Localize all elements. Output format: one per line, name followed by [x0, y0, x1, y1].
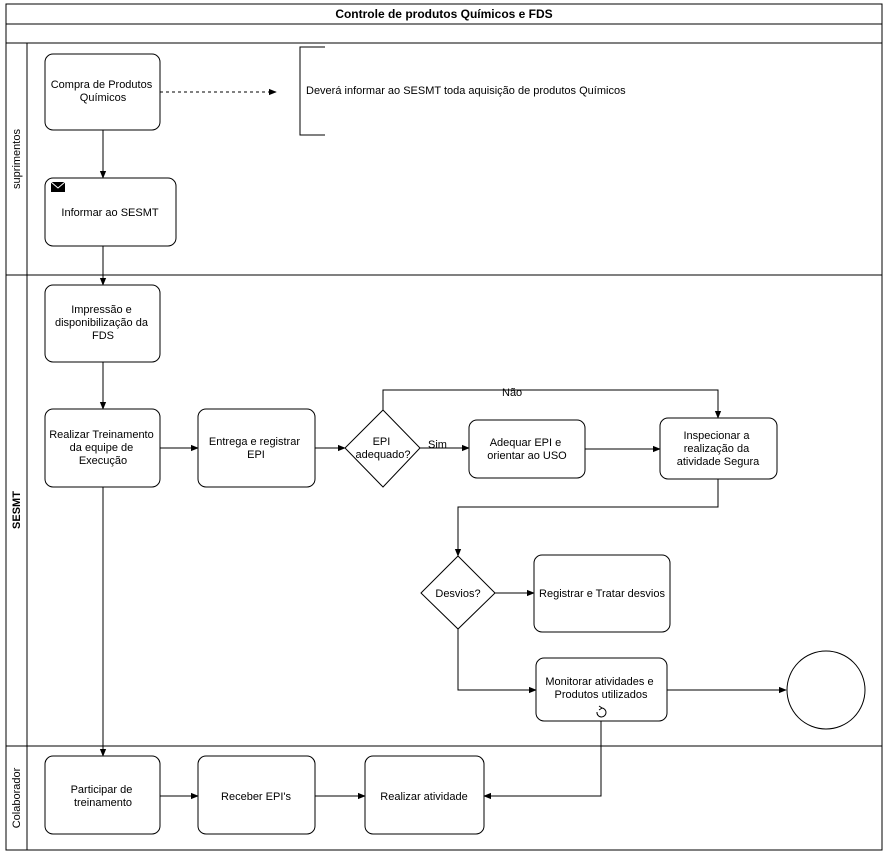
svg-text:Compra de Produtos Quími: Compra de Produtos Químicos	[51, 79, 156, 104]
task-label-line: Químicos	[80, 92, 127, 104]
svg-text:Inspecionar a realização: Inspecionar a realização da atividade Se…	[677, 430, 760, 468]
annotation-bracket	[299, 46, 325, 136]
task-label-line: realização da	[684, 443, 750, 455]
task-label-line: Impressão e	[71, 304, 132, 316]
svg-text:Informar ao SESMT: Informar ao SESMT	[61, 207, 158, 219]
task-label-line: Produtos utilizados	[555, 689, 648, 701]
svg-text:Realizar atividade: Realizar atividade	[380, 791, 467, 803]
loop-icon	[596, 705, 607, 718]
edge-label-nao: Não	[502, 387, 522, 399]
gateway-label-line: Desvios?	[435, 588, 480, 600]
svg-text:Realizar Treinamento da: Realizar Treinamento da equipe de Execuç…	[49, 429, 157, 467]
svg-text:Receber EPI's: Receber EPI's	[221, 791, 291, 803]
task-impressao-fds[interactable]: Impressão e disponibilização da FDS	[44, 284, 161, 363]
task-receber-epis[interactable]: Receber EPI's	[197, 755, 316, 835]
connectors	[99, 88, 787, 800]
task-label-line: Receber EPI's	[221, 791, 291, 803]
gateway-label-line: EPI	[373, 436, 391, 448]
lane-label-colaborador: Colaborador	[11, 767, 23, 828]
task-label-line: EPI	[247, 449, 265, 461]
task-label-line: orientar ao USO	[487, 450, 567, 462]
svg-text:Desvios?: Desvios?	[435, 588, 480, 600]
diagram-title: Controle de produtos Químicos e FDS	[335, 7, 552, 21]
task-label-line: atividade Segura	[677, 456, 760, 468]
gateway-desvios[interactable]: Desvios?	[420, 555, 496, 630]
task-label-line: FDS	[92, 330, 114, 342]
svg-text:Registrar e Tratar desvios: Registrar e Tratar desvios	[539, 588, 665, 600]
task-compra-produtos[interactable]: Compra de Produtos Químicos	[44, 53, 161, 131]
task-label-line: Entrega e registrar	[209, 436, 300, 448]
gateway-epi-adequado[interactable]: EPI adequado?	[344, 409, 421, 488]
task-label-line: disponibilização da	[55, 317, 149, 329]
annotation-line: Deverá informar ao SESMT toda aquisição …	[306, 85, 626, 97]
edge-decision-inspecionar-nao	[382, 389, 722, 419]
edge-monitorar-realizar	[483, 721, 602, 800]
edge-label-sim: Sim	[428, 439, 447, 451]
task-monitorar-atividades[interactable]: Monitorar atividades e Produtos utilizad…	[535, 657, 668, 722]
task-label-line: Informar ao SESMT	[61, 207, 158, 219]
envelope-icon	[50, 181, 66, 192]
edge-inspecionar-desvios	[454, 479, 719, 557]
task-realizar-atividade[interactable]: Realizar atividade	[364, 755, 485, 835]
task-entrega-registrar-epi[interactable]: Entrega e registrar EPI	[197, 408, 316, 488]
task-label-line: Realizar Treinamento	[49, 429, 154, 441]
task-informar-sesmt[interactable]: Informar ao SESMT	[44, 177, 177, 247]
svg-text:Monitorar atividades e P: Monitorar atividades e Produtos utilizad…	[545, 676, 656, 701]
lane-label-suprimentos: suprimentos	[11, 129, 23, 189]
task-label-line: Realizar atividade	[380, 791, 467, 803]
gateway-label-line: adequado?	[355, 449, 410, 461]
svg-text:EPI adequado?: EPI adequado?	[355, 436, 410, 461]
task-label-line: Adequar EPI e	[490, 437, 562, 449]
task-label-line: Execução	[79, 455, 127, 467]
task-adequar-epi[interactable]: Adequar EPI e orientar ao USO	[468, 419, 586, 479]
svg-text:Adequar EPI e orientar a: Adequar EPI e orientar ao USO	[487, 437, 567, 462]
svg-text:Impressão e disponibiliz: Impressão e disponibilização da FDS	[55, 304, 151, 342]
edge-desvios-monitorar	[457, 628, 537, 694]
task-label-line: Participar de	[71, 784, 133, 796]
lane-label-sesmt: SESMT	[11, 491, 23, 529]
task-registrar-tratar-desvios[interactable]: Registrar e Tratar desvios	[533, 554, 671, 633]
task-realizar-treinamento[interactable]: Realizar Treinamento da equipe de Execuç…	[44, 408, 161, 488]
task-label-line: da equipe de	[70, 442, 134, 454]
task-label-line: Inspecionar a	[683, 430, 750, 442]
task-label-line: Registrar e Tratar desvios	[539, 588, 665, 600]
annotation-text: Deverá informar ao SESMT toda aquisição …	[306, 85, 626, 97]
svg-text:Entrega e registrar EPI: Entrega e registrar EPI	[209, 436, 303, 461]
task-participar-treinamento[interactable]: Participar de treinamento	[44, 755, 161, 835]
svg-text:Participar de treinament: Participar de treinamento	[71, 784, 136, 809]
task-label-line: Monitorar atividades e	[545, 676, 653, 688]
end-event[interactable]	[786, 650, 866, 730]
task-inspecionar[interactable]: Inspecionar a realização da atividade Se…	[659, 417, 778, 480]
task-label-line: Compra de Produtos	[51, 79, 153, 91]
task-label-line: treinamento	[74, 797, 132, 809]
